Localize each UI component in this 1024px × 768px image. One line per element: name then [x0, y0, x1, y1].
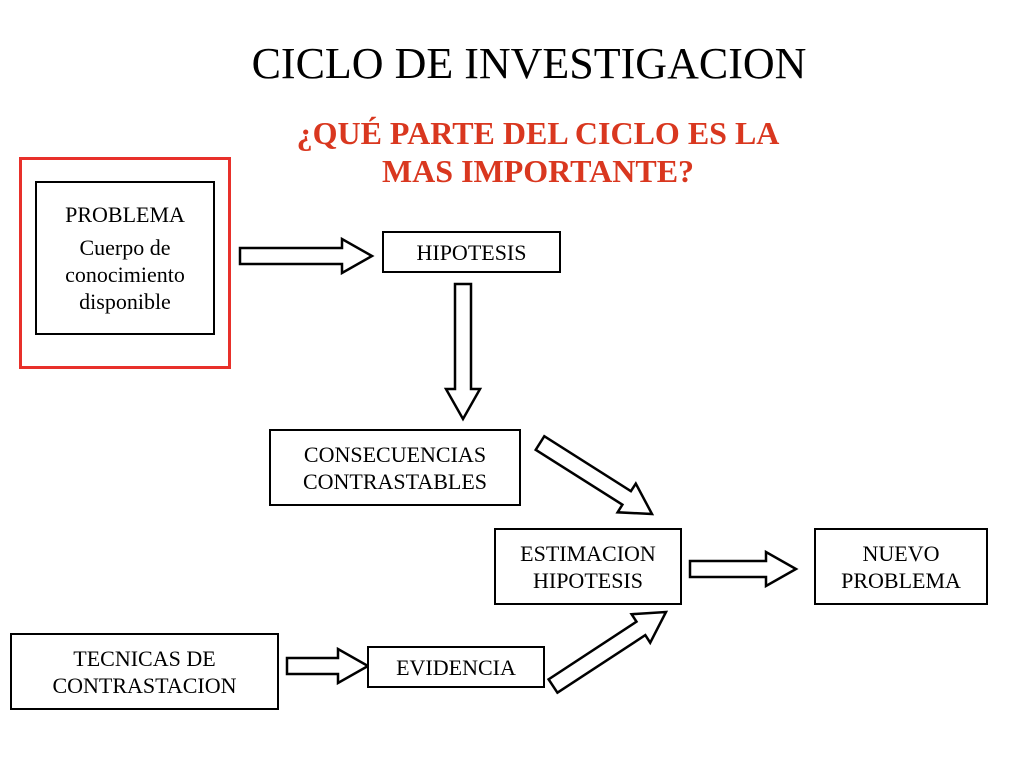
node-estimacion: ESTIMACION HIPOTESIS — [494, 528, 682, 605]
question-line-2: MAS IMPORTANTE? — [381, 153, 695, 189]
problema-highlight-frame — [19, 157, 231, 369]
node-tecnicas-line-2: CONTRASTACION — [52, 672, 237, 698]
node-consecuencias-line-1: CONSECUENCIAS — [303, 441, 487, 467]
node-tecnicas-line-1: TECNICAS DE — [73, 645, 216, 671]
node-nuevo-problema: NUEVO PROBLEMA — [814, 528, 988, 605]
node-nuevo-problema-line-2: PROBLEMA — [841, 567, 961, 593]
node-estimacion-line-1: ESTIMACION — [520, 540, 656, 566]
page-title: CICLO DE INVESTIGACION — [251, 39, 807, 88]
node-evidencia-line-1: EVIDENCIA — [396, 654, 516, 680]
node-estimacion-line-2: HIPOTESIS — [532, 567, 643, 593]
node-problema-line-3: disponible — [79, 289, 171, 314]
node-consecuencias-line-2: CONTRASTABLES — [302, 468, 488, 494]
node-problema-line-1: Cuerpo de — [79, 235, 171, 260]
arrow-evidencia-to-estimacion — [546, 610, 669, 695]
arrow-tecnicas-to-evidencia — [285, 646, 371, 686]
node-problema-heading: PROBLEMA — [65, 202, 185, 227]
arrow-consecuencias-to-estimacion — [533, 434, 655, 516]
question-line-1: ¿QUÉ PARTE DEL CICLO ES LA — [296, 115, 780, 151]
arrow-hipotesis-to-consecuencias — [443, 282, 483, 422]
question-text: ¿QUÉ PARTE DEL CICLO ES LA MAS IMPORTANT… — [262, 114, 814, 190]
node-nuevo-problema-line-1: NUEVO — [862, 540, 940, 566]
node-consecuencias: CONSECUENCIAS CONTRASTABLES — [269, 429, 521, 506]
node-evidencia: EVIDENCIA — [367, 646, 545, 688]
arrow-problema-to-hipotesis — [238, 236, 375, 276]
arrow-estimacion-to-nuevo-problema — [688, 549, 799, 589]
node-hipotesis-line-1: HIPOTESIS — [416, 239, 527, 265]
node-hipotesis: HIPOTESIS — [382, 231, 561, 273]
node-tecnicas: TECNICAS DE CONTRASTACION — [10, 633, 279, 710]
node-problema-line-2: conocimiento — [65, 262, 185, 287]
node-problema: PROBLEMA Cuerpo de conocimiento disponib… — [35, 181, 215, 335]
